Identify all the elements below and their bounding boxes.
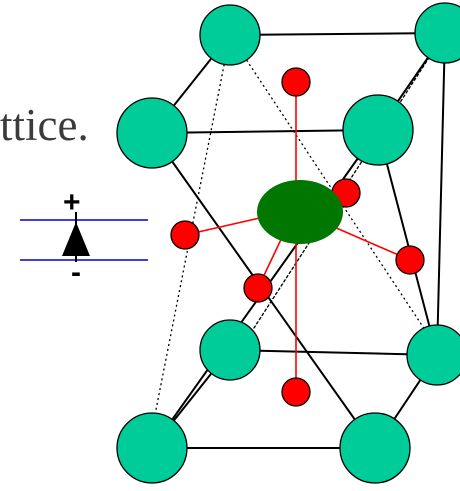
lattice-atom	[342, 94, 414, 166]
lattice-atom	[406, 324, 460, 386]
lattice-atom	[116, 97, 188, 169]
edge	[436, 32, 446, 356]
edge	[229, 32, 446, 36]
lattice-atoms-front	[116, 94, 414, 484]
oxygen-atom	[281, 377, 311, 407]
edge	[377, 129, 438, 356]
center-atom	[257, 180, 343, 244]
lattice-atom	[116, 412, 188, 484]
edge	[151, 129, 379, 134]
oxygen-atom	[170, 220, 200, 250]
lattice-atom	[199, 319, 261, 381]
caption-fragment: ttice.	[0, 100, 89, 150]
dipole-arrow-icon	[62, 222, 90, 256]
lattice-atom	[199, 4, 261, 66]
minus-sign: -	[71, 256, 81, 289]
edge	[229, 349, 438, 356]
plus-sign: +	[63, 186, 81, 219]
lattice-atom	[339, 412, 411, 484]
oxygen-atom	[243, 273, 273, 303]
lattice-atoms-back	[199, 2, 460, 386]
oxygen-atom	[281, 67, 311, 97]
dotted-edge	[229, 34, 434, 343]
lattice-atom	[414, 2, 460, 64]
dotted-edge	[229, 32, 446, 366]
dipole-symbol	[20, 212, 148, 262]
oxygen-atom	[395, 245, 425, 275]
dotted-edge	[229, 32, 446, 366]
oxygen-atoms	[170, 67, 425, 407]
